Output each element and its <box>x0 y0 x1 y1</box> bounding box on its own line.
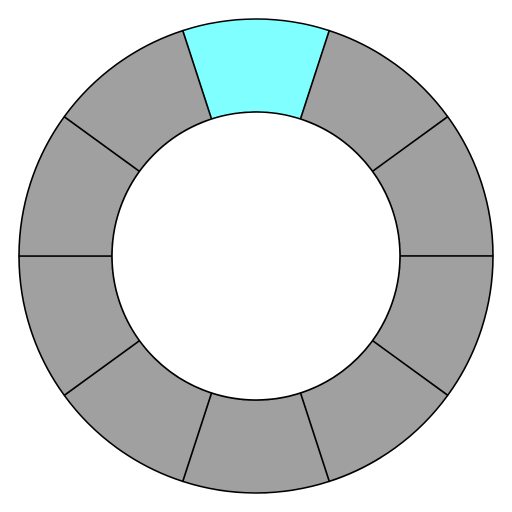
center-hole <box>111 111 401 401</box>
